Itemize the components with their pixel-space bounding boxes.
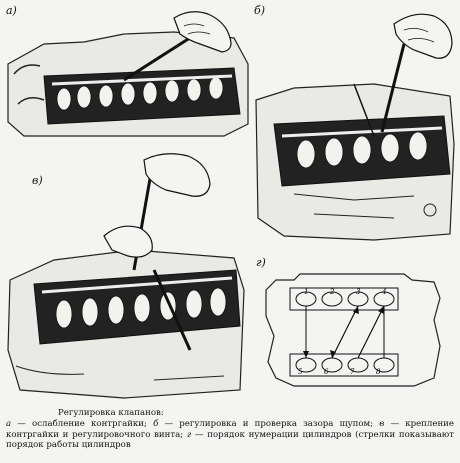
cylinder-number-6: 6	[324, 368, 329, 376]
caption-text-d: — порядок нумерации цилиндров (стрелки п…	[6, 429, 455, 451]
caption-text-a: — ослабление контргайки;	[11, 419, 154, 430]
cylinder-bank-top	[289, 287, 399, 311]
cylinder-number-2: 2	[329, 288, 335, 296]
cylinder-number-4: 4	[381, 288, 386, 296]
panel-c: в)	[4, 150, 250, 400]
figure-caption: Регулировка клапанов: а — ослабление кон…	[6, 408, 454, 451]
firing-order-arrows	[305, 305, 385, 359]
cylinder-order-diagram: 1 2 3 4 5 6 7 8	[265, 273, 441, 387]
panel-b: б)	[254, 4, 456, 244]
caption-letter-d: г	[186, 429, 192, 440]
cylinder-number-1: 1	[304, 288, 308, 296]
caption-letter-a: а	[6, 419, 12, 430]
panel-c-illustration	[7, 153, 245, 399]
cylinder-2	[321, 291, 343, 307]
panel-c-label: в)	[32, 174, 43, 187]
panel-a: а)	[4, 4, 252, 144]
panel-a-illustration	[7, 11, 249, 137]
panel-d-label: г)	[256, 256, 266, 269]
cylinder-number-3: 3	[356, 288, 361, 296]
panel-a-label: а)	[6, 4, 17, 17]
panel-b-illustration	[255, 13, 455, 241]
cylinder-number-7: 7	[350, 368, 355, 376]
panel-b-label: б)	[254, 4, 266, 17]
cylinder-bank-bottom	[289, 353, 399, 377]
caption-letter-b: б	[153, 419, 159, 430]
caption-body: а — ослабление контргайки; б — регулиров…	[6, 419, 454, 450]
cylinder-number-5: 5	[298, 368, 303, 376]
caption-letter-c: в	[379, 419, 385, 430]
caption-text-b: — регулировка и проверка зазора щупом;	[158, 419, 380, 430]
caption-text-c: — крепление контргайки и регулировочного…	[6, 419, 454, 440]
caption-title: Регулировка клапанов:	[58, 408, 164, 418]
cylinder-number-8: 8	[376, 368, 381, 376]
panel-d: г)	[254, 250, 456, 400]
